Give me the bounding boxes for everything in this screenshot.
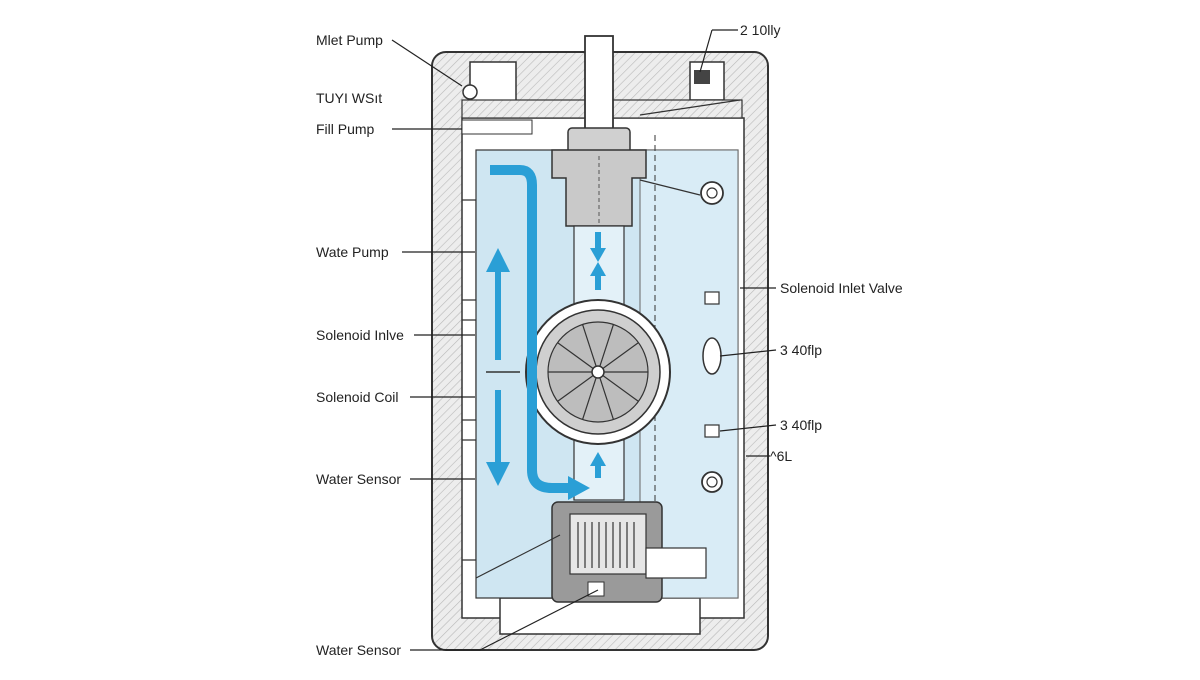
impeller-blade	[599, 377, 615, 420]
impeller-blade	[581, 377, 597, 420]
leader-lines	[391, 29, 777, 651]
label-solenoid-inlet-valve: Solenoid Inlet Valve	[780, 280, 903, 296]
impeller-blade	[599, 324, 615, 367]
water-sensor-block	[475, 501, 707, 603]
label-met-pump: Mlet Pump	[316, 32, 383, 48]
flow-down-arrow-icon	[486, 462, 510, 486]
shaft-down-arrow-icon	[590, 248, 606, 262]
connector-icon	[694, 70, 710, 84]
label-water-sensor-mid: Water Sensor	[316, 471, 401, 487]
shaft-up-arrow-icon	[590, 262, 606, 276]
flow-arrows	[486, 165, 606, 500]
impeller-blade	[557, 342, 594, 369]
label-value-upper: 3 40flp	[780, 342, 822, 358]
impeller-blade	[581, 324, 597, 367]
label-top-right: 2 10lly	[740, 22, 780, 38]
label-water-sensor-bottom: Water Sensor	[316, 642, 401, 658]
right-fittings	[639, 99, 741, 493]
outlet-up-arrow-icon	[590, 452, 606, 466]
label-wate-pump: Wate Pump	[316, 244, 389, 260]
flow-path-arrow-icon	[490, 165, 572, 493]
label-solenoid-inlve: Solenoid Inlve	[316, 327, 404, 343]
impeller-icon	[525, 299, 671, 445]
label-solenoid-coil: Solenoid Coil	[316, 389, 399, 405]
label-tuyi-wsit: TUYI WSıt	[316, 90, 382, 106]
impeller-blade	[602, 342, 639, 369]
label-code-right: ^6L	[770, 448, 792, 464]
flow-right-arrow-icon	[568, 476, 590, 500]
labels: Mlet Pump TUYI WSıt Fill Pump Wate Pump …	[316, 22, 903, 658]
label-value-lower: 3 40flp	[780, 417, 822, 433]
impeller-blade	[602, 375, 639, 402]
flow-up-arrow-icon	[486, 248, 510, 272]
label-fill-pump: Fill Pump	[316, 121, 375, 137]
fitting-icon	[462, 84, 478, 100]
impeller-blade	[557, 375, 594, 402]
pump-shaft	[551, 35, 647, 227]
